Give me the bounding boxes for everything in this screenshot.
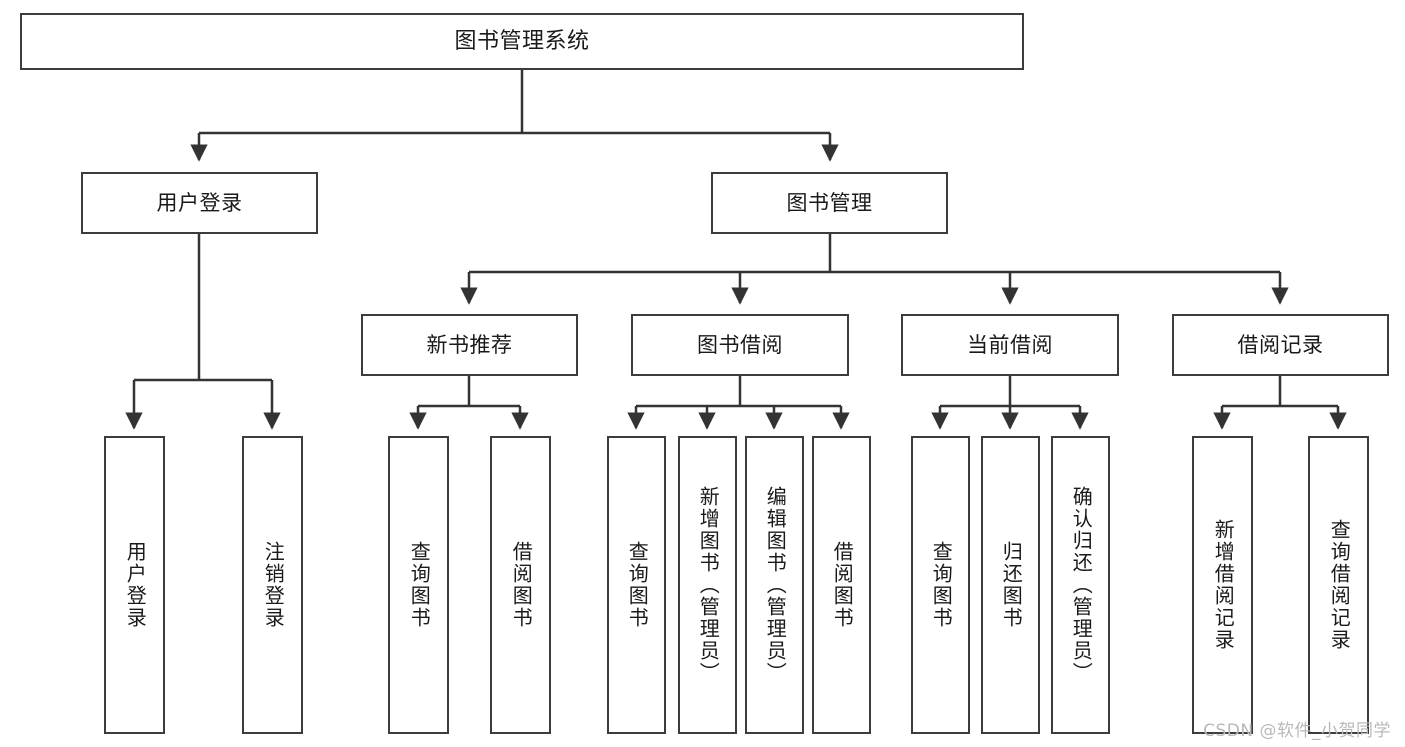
leaf-current-borrow-return[interactable]: 归还图书 bbox=[981, 436, 1040, 734]
node-label: 图书管理 bbox=[786, 190, 873, 215]
leaf-book-borrow-query[interactable]: 查询图书 bbox=[607, 436, 666, 734]
node-root-system[interactable]: 图书管理系统 bbox=[20, 13, 1024, 70]
leaf-user-login-signout[interactable]: 注销登录 bbox=[242, 436, 303, 734]
node-label: 借阅图书 bbox=[830, 541, 855, 629]
node-current-borrow[interactable]: 当前借阅 bbox=[901, 314, 1119, 376]
node-label: 用户登录 bbox=[156, 190, 243, 215]
node-label: 借阅图书 bbox=[509, 541, 534, 629]
node-label: 当前借阅 bbox=[967, 332, 1053, 357]
node-label: 查询图书 bbox=[625, 541, 650, 629]
leaf-new-book-borrow[interactable]: 借阅图书 bbox=[490, 436, 551, 734]
node-label: 新增借阅记录 bbox=[1211, 519, 1236, 651]
leaf-user-login-signin[interactable]: 用户登录 bbox=[104, 436, 165, 734]
node-book-borrow[interactable]: 图书借阅 bbox=[631, 314, 849, 376]
node-label: 借阅记录 bbox=[1237, 332, 1324, 357]
node-label: 查询借阅记录 bbox=[1327, 519, 1352, 651]
node-label: 编辑图书（管理员） bbox=[763, 486, 788, 684]
leaf-borrow-record-add[interactable]: 新增借阅记录 bbox=[1192, 436, 1253, 734]
node-user-login[interactable]: 用户登录 bbox=[81, 172, 318, 234]
leaf-book-borrow-lend[interactable]: 借阅图书 bbox=[812, 436, 871, 734]
node-label: 用户登录 bbox=[123, 541, 148, 629]
node-label: 新增图书（管理员） bbox=[696, 486, 721, 684]
leaf-book-borrow-edit[interactable]: 编辑图书（管理员） bbox=[745, 436, 804, 734]
node-label: 注销登录 bbox=[261, 541, 286, 629]
leaf-book-borrow-add[interactable]: 新增图书（管理员） bbox=[678, 436, 737, 734]
leaf-current-borrow-confirm[interactable]: 确认归还（管理员） bbox=[1051, 436, 1110, 734]
node-borrow-record[interactable]: 借阅记录 bbox=[1172, 314, 1389, 376]
node-label: 新书推荐 bbox=[426, 332, 513, 357]
node-label: 查询图书 bbox=[929, 541, 954, 629]
node-label: 图书管理系统 bbox=[454, 28, 590, 54]
node-new-book-recommend[interactable]: 新书推荐 bbox=[361, 314, 578, 376]
node-label: 归还图书 bbox=[999, 541, 1024, 629]
node-label: 图书借阅 bbox=[697, 332, 783, 357]
node-label: 查询图书 bbox=[407, 541, 432, 629]
node-book-management[interactable]: 图书管理 bbox=[711, 172, 948, 234]
leaf-new-book-query[interactable]: 查询图书 bbox=[388, 436, 449, 734]
leaf-borrow-record-query[interactable]: 查询借阅记录 bbox=[1308, 436, 1369, 734]
leaf-current-borrow-query[interactable]: 查询图书 bbox=[911, 436, 970, 734]
node-label: 确认归还（管理员） bbox=[1069, 486, 1094, 684]
watermark-text: CSDN @软件_小贺同学 bbox=[1203, 721, 1391, 741]
